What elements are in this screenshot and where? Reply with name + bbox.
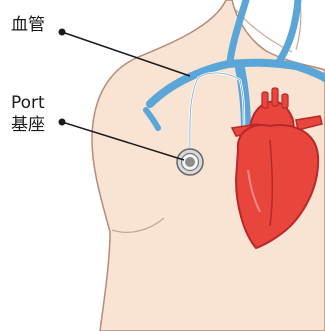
port-label-line2: 基座 <box>11 115 45 135</box>
port-septum <box>185 157 195 167</box>
port-device <box>177 149 203 175</box>
port-label-line1: Port <box>11 93 45 113</box>
aorta-branch-3 <box>282 94 288 108</box>
aorta-branch-1 <box>262 92 268 108</box>
vessel-label: 血管 <box>11 15 45 35</box>
aorta-branch-2 <box>272 88 278 106</box>
